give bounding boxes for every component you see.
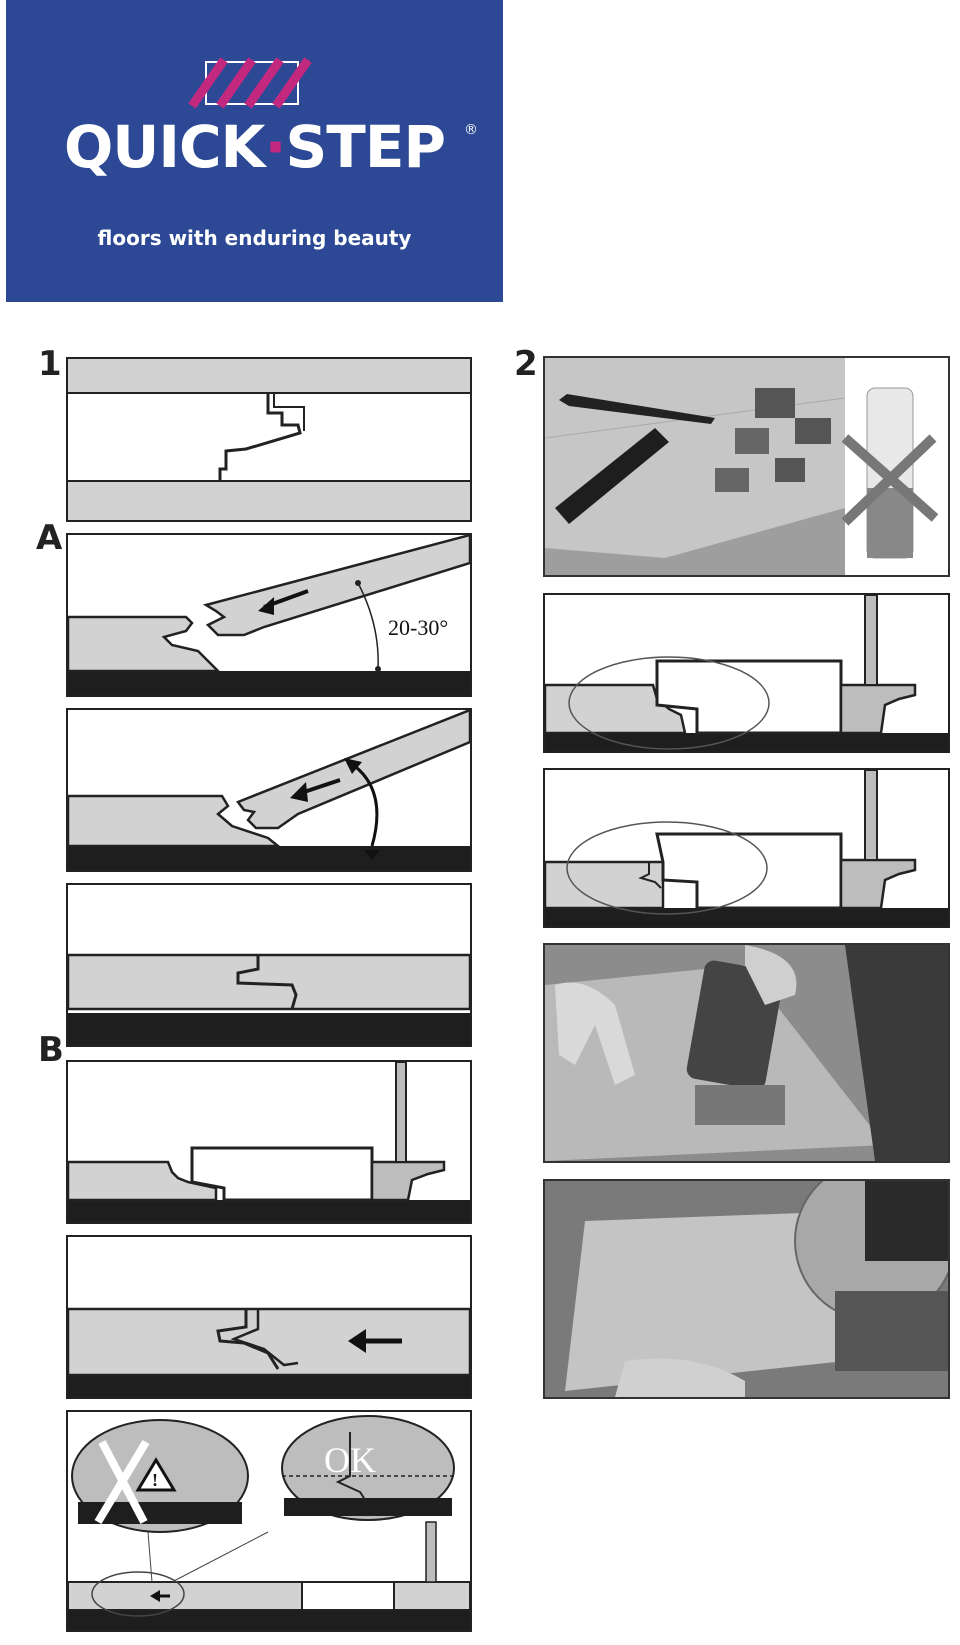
- step-label-b: B: [38, 1030, 64, 1070]
- locked-joint-diagram: [68, 953, 470, 1045]
- joint-profile-diagram: [68, 359, 470, 520]
- ok-label: OK: [324, 1440, 376, 1480]
- brand-name-left: QUICK: [63, 113, 265, 181]
- panel-wall-gap-tight: [543, 768, 950, 928]
- angle-label: 20-30°: [388, 615, 448, 640]
- installation-tools-photo: [545, 358, 948, 575]
- rotate-down-diagram: [68, 710, 470, 870]
- warning-icon: !: [152, 1470, 158, 1490]
- brand-name: QUICK·STEP: [6, 113, 503, 181]
- panel-angle-insert: 20-30°: [66, 533, 472, 697]
- angle-insert-diagram: 20-30°: [68, 535, 470, 695]
- wall-gap-diagram: [545, 595, 948, 751]
- tapping-block-diagram: [68, 1062, 470, 1222]
- saw-cutting-photo: [545, 1181, 948, 1397]
- brand-tagline: floors with enduring beauty: [97, 226, 412, 250]
- ok-warning-diagram: ! OK: [68, 1415, 470, 1630]
- tap-horizontal-diagram: [68, 1307, 470, 1397]
- jigsaw-cutting-photo: [545, 945, 948, 1161]
- panel-locked: [66, 883, 472, 1047]
- photo-jigsaw-cutting: [543, 943, 950, 1163]
- step-label-2: 2: [514, 344, 538, 384]
- step-label-1: 1: [38, 344, 62, 384]
- panel-tap-horizontal: [66, 1235, 472, 1399]
- wall-gap-tight-diagram: [545, 770, 948, 926]
- step-label-a: A: [36, 518, 63, 558]
- panel-rotate-down: [66, 708, 472, 872]
- photo-installation-tools: [543, 356, 950, 577]
- registered-mark: ®: [464, 122, 478, 138]
- panel-wall-gap: [543, 593, 950, 753]
- panel-joint-profile: [66, 357, 472, 522]
- panel-tapping-block: [66, 1060, 472, 1224]
- panel-ok-warning: ! OK: [66, 1410, 472, 1632]
- brand-logo-icon: [188, 57, 312, 109]
- brand-banner: QUICK·STEP ® floors with enduring beauty: [6, 0, 503, 302]
- brand-name-dot: ·: [264, 113, 286, 181]
- photo-saw-cutting: [543, 1179, 950, 1399]
- brand-name-right: STEP: [285, 113, 446, 181]
